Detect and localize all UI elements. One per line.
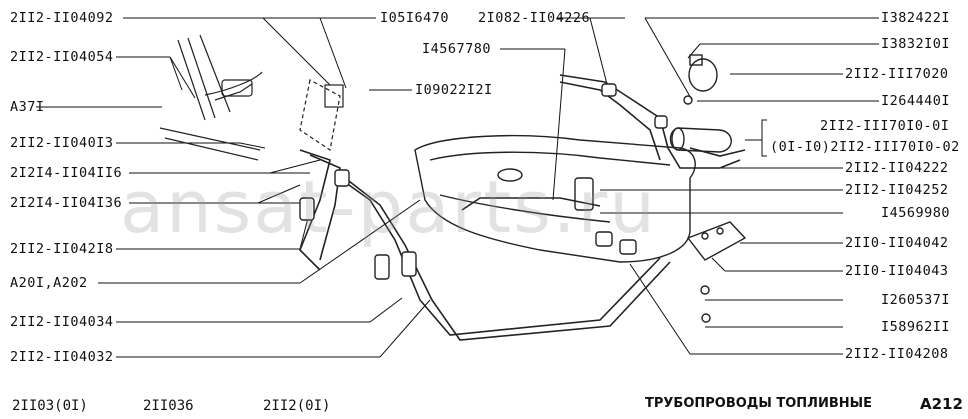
label-2110-1104043: 2II0-II04043: [845, 263, 949, 279]
label-12605371: I260537I: [881, 292, 951, 308]
label-2112-1104032: 2II2-II04032: [10, 349, 114, 365]
label-2112-1117020: 2II2-III7020: [845, 66, 949, 82]
footer-model-2112-01: 2II2(0I): [263, 398, 331, 414]
label-2112-1104222: 2II2-II04222: [845, 160, 949, 176]
filter-clamp: [683, 54, 718, 105]
label-a371: A37I: [10, 99, 45, 115]
label-21214-1104116: 2I2I4-II04II6: [10, 165, 123, 181]
label-2112-1104034: 2II2-II04034: [10, 314, 114, 330]
watermark: ansat-parts.ru: [120, 165, 657, 249]
label-2112-1104054: 2II2-II04054: [10, 49, 114, 65]
footer-model-211036: 2II036: [143, 398, 194, 414]
label-2112-1117010-02: (0I-I0)2II2-III70I0-02: [770, 139, 960, 155]
label-13832101: I3832I0I: [881, 36, 951, 52]
label-2112-1117010-01: 2II2-III70I0-0I: [820, 118, 950, 134]
label-15896211: I58962II: [881, 319, 951, 335]
fuel-pipes: [299, 74, 746, 341]
leader-lines: [36, 17, 879, 358]
label-14567780: I4567780: [422, 41, 492, 57]
label-2110-1104042: 2II0-II04042: [845, 235, 949, 251]
label-2112-1104218: 2II2-II042I8: [10, 241, 114, 257]
label-2112-1104013: 2II2-II040I3: [10, 135, 114, 151]
label-13824221: I382422I: [881, 10, 951, 26]
fuel-tank: [414, 134, 696, 263]
label-2112-1104092: 2II2-II04092: [10, 10, 114, 26]
label-14569980: I4569980: [881, 205, 951, 221]
hose-couplings: [299, 83, 668, 280]
label-2112-1104252: 2II2-II04252: [845, 182, 949, 198]
label-109022121: I09022I2I: [415, 82, 493, 98]
page-title: ТРУБОПРОВОДЫ ТОПЛИВНЫЕ: [645, 396, 872, 411]
label-12644401: I264440I: [881, 93, 951, 109]
label-21214-1104136: 2I2I4-II04I36: [10, 195, 123, 211]
page-code: A212: [920, 395, 963, 413]
label-2112-1104208: 2II2-II04208: [845, 346, 949, 362]
label-a201-a202: A20I,A202: [10, 275, 88, 291]
fuel-filter: [669, 127, 732, 153]
label-10516470: I05I6470: [380, 10, 450, 26]
label-21082-1104226: 2I082-II04226: [478, 10, 591, 26]
footer-model-21103-01: 2II03(0I): [12, 398, 88, 414]
pump-mount-bracket: [686, 221, 747, 323]
engine-bracket-sketch: [159, 34, 344, 161]
